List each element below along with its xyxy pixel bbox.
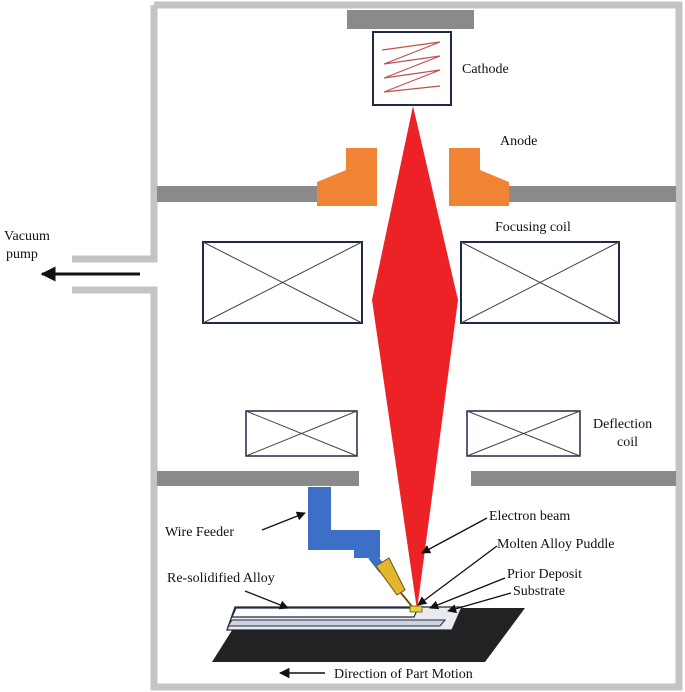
deflection-coil-left (245, 410, 358, 457)
wire-feeder-label: Wire Feeder (165, 525, 234, 540)
lower-plate-left (157, 471, 359, 486)
molten-alloy-puddle (409, 605, 423, 613)
direction-of-part-motion-label: Direction of Part Motion (334, 667, 473, 682)
vacuum-chamber-wall (72, 1, 683, 691)
anode-plate-left (157, 186, 320, 202)
deflection-coil-right (466, 410, 581, 457)
cathode-housing (372, 31, 452, 106)
focusing-coil-left (202, 241, 363, 324)
wire-nozzle (375, 557, 406, 596)
focusing-coil-label: Focusing coil (495, 220, 571, 235)
anode-left (317, 148, 377, 206)
molten-puddle-leader (417, 545, 498, 606)
electron-beam (372, 106, 458, 610)
prior-deposit-layer (227, 619, 447, 627)
cathode-label: Cathode (462, 62, 509, 77)
prior-deposit-leader (429, 577, 506, 610)
cathode-mount (347, 10, 474, 29)
anode-label: Anode (500, 134, 537, 149)
resolidified-alloy-leader (244, 590, 289, 610)
pump-label: pump (6, 247, 38, 262)
prior-deposit-label: Prior Deposit (507, 567, 582, 582)
resolidified-alloy-layer (231, 607, 419, 618)
anode-plate-right (505, 186, 676, 202)
resolidified-alloy-label: Re-solidified Alloy (167, 571, 275, 586)
molten-alloy-puddle-label: Molten Alloy Puddle (497, 537, 614, 552)
anode-right (449, 148, 509, 206)
wire-feeder (308, 487, 380, 558)
deflection-coil-label: coil (617, 435, 638, 450)
substrate-label: Substrate (513, 584, 565, 599)
vacuum-label: Vacuum (4, 229, 50, 244)
electron-beam-leader (421, 517, 488, 554)
electron-beam-label: Electron beam (489, 509, 570, 524)
wire-feeder-leader (261, 511, 306, 531)
deflection-label: Deflection (593, 417, 652, 432)
substrate-leader (447, 592, 512, 614)
focusing-coil-right (460, 241, 620, 324)
cathode-filament (381, 41, 441, 93)
lower-plate-right (471, 471, 676, 486)
